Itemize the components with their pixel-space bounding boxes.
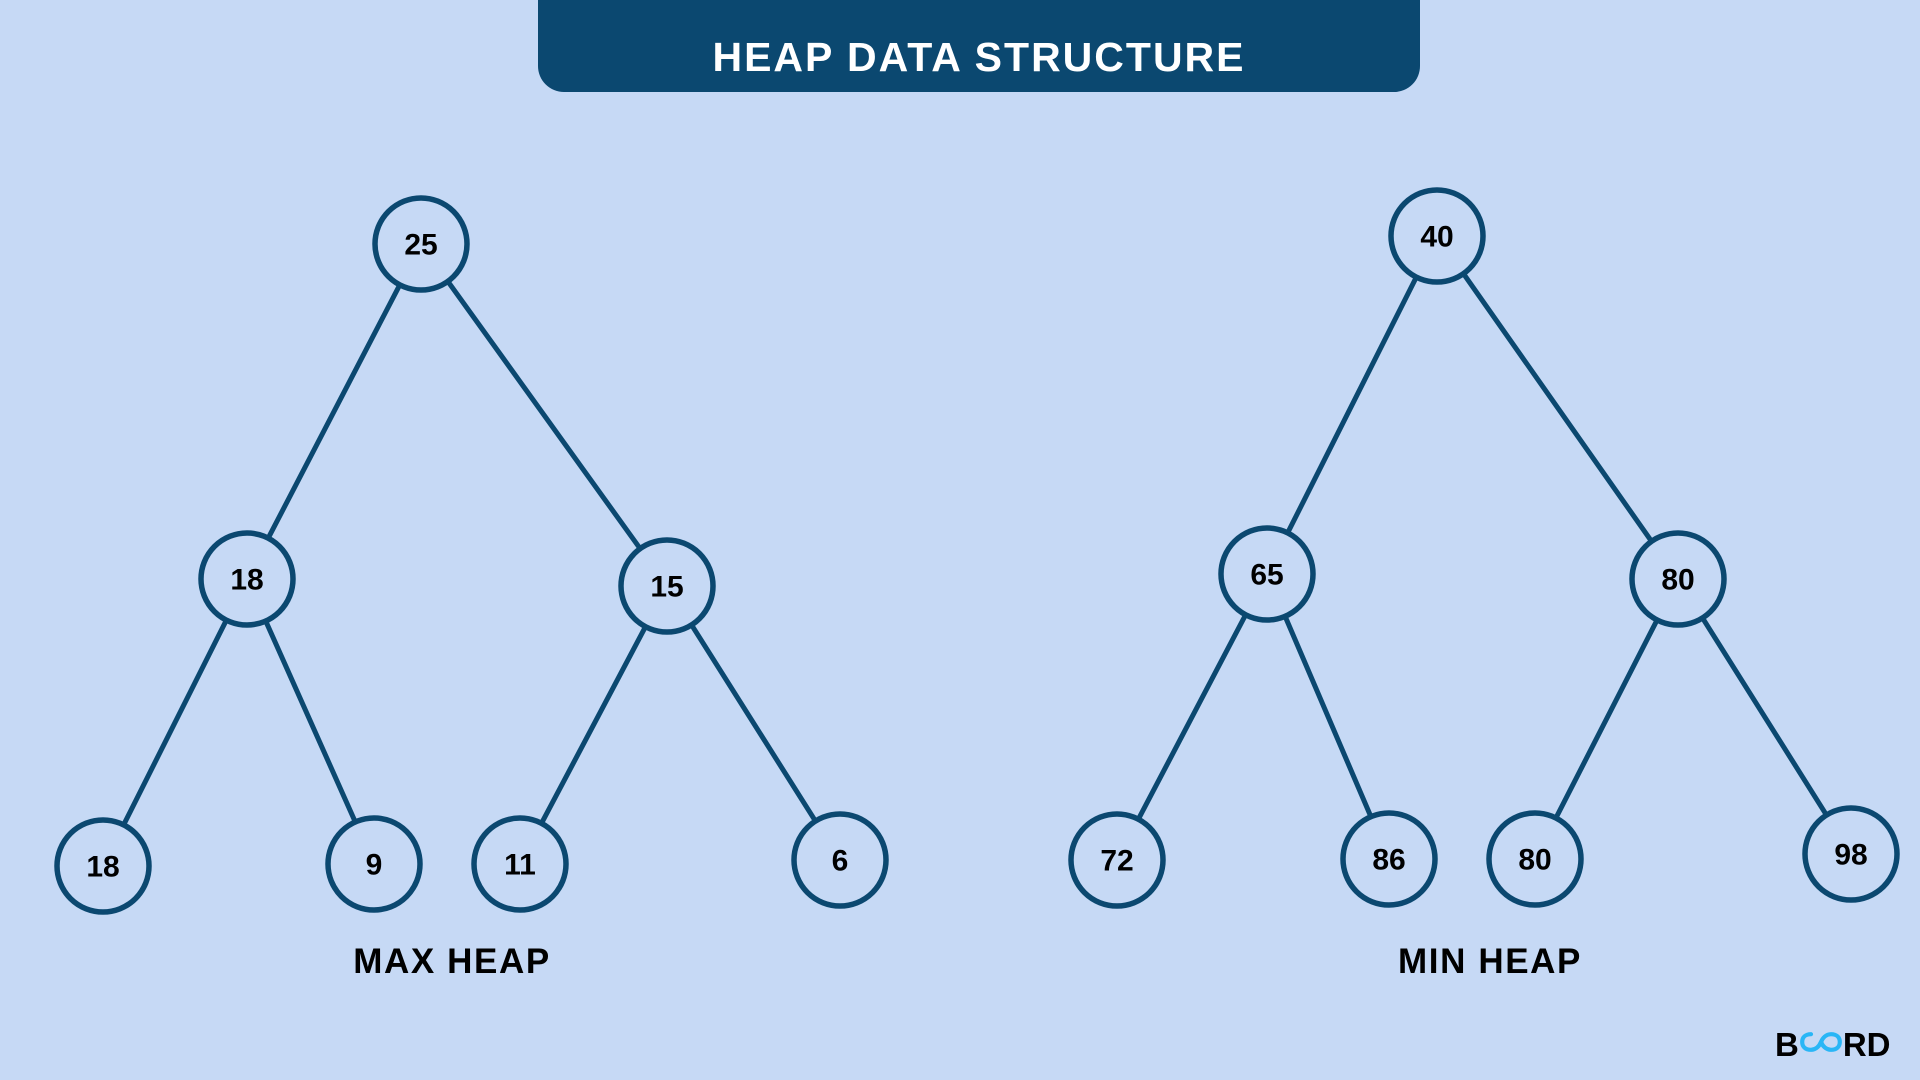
tree-node: 72 [1068,811,1166,909]
node-value: 9 [366,849,383,882]
node-circle [618,537,716,635]
tree-node: 25 [372,195,470,293]
edges-layer [120,270,1830,829]
node-value: 80 [1661,564,1694,597]
tree-node: 86 [1340,810,1438,908]
tree-node: 80 [1629,530,1727,628]
tree-edge [1552,616,1661,822]
tree-node: 11 [471,815,569,913]
tree-node: 65 [1218,525,1316,623]
tree-edge [120,616,230,829]
min-heap-caption: MIN HEAP [1398,942,1582,981]
node-value: 25 [404,229,437,262]
tree-edge [1460,270,1655,545]
tree-node: 15 [618,537,716,635]
node-value: 40 [1420,221,1453,254]
tree-edge [688,621,819,825]
tree-edge [538,623,649,827]
node-value: 18 [86,851,119,884]
logo-letters-rd: RD [1842,1025,1891,1063]
node-value: 80 [1518,844,1551,877]
node-circle [1340,810,1438,908]
tree-edge [262,617,359,826]
node-circle [791,811,889,909]
node-circle [471,815,569,913]
tree-edge [444,278,644,552]
brand-logo: B RD [1775,1026,1891,1062]
node-circle [372,195,470,293]
tree-node: 98 [1802,805,1900,903]
node-value: 65 [1250,559,1283,592]
node-circle [1802,805,1900,903]
node-value: 15 [650,571,683,604]
tree-edge [1284,273,1420,537]
node-value: 6 [832,845,849,878]
tree-node: 18 [54,817,152,915]
tree-node: 80 [1486,810,1584,908]
tree-edge [265,281,403,542]
infinity-icon [1799,1028,1842,1061]
node-value: 11 [504,849,536,882]
node-circle [1218,525,1316,623]
tree-edge [1699,614,1830,819]
node-circle [1388,187,1486,285]
tree-edge [1282,612,1374,821]
header-banner: HEAP DATA STRUCTURE [538,0,1420,92]
node-value: 72 [1100,845,1133,878]
nodes-layer: 25 18 15 18 9 11 6 40 65 80 72 86 80 98 [54,187,1900,915]
tree-node: 18 [198,530,296,628]
node-circle [198,530,296,628]
page-title: HEAP DATA STRUCTURE [712,34,1246,80]
node-value: 98 [1834,839,1867,872]
node-circle [54,817,152,915]
node-circle [325,815,423,913]
node-circle [1068,811,1166,909]
max-heap-caption: MAX HEAP [353,942,551,981]
tree-node: 9 [325,815,423,913]
tree-node: 6 [791,811,889,909]
node-circle [1629,530,1727,628]
node-value: 18 [230,564,263,597]
tree-node: 40 [1388,187,1486,285]
logo-letter-b: B [1775,1025,1799,1063]
node-value: 86 [1372,844,1405,877]
tree-edge [1135,611,1249,823]
node-circle [1486,810,1584,908]
